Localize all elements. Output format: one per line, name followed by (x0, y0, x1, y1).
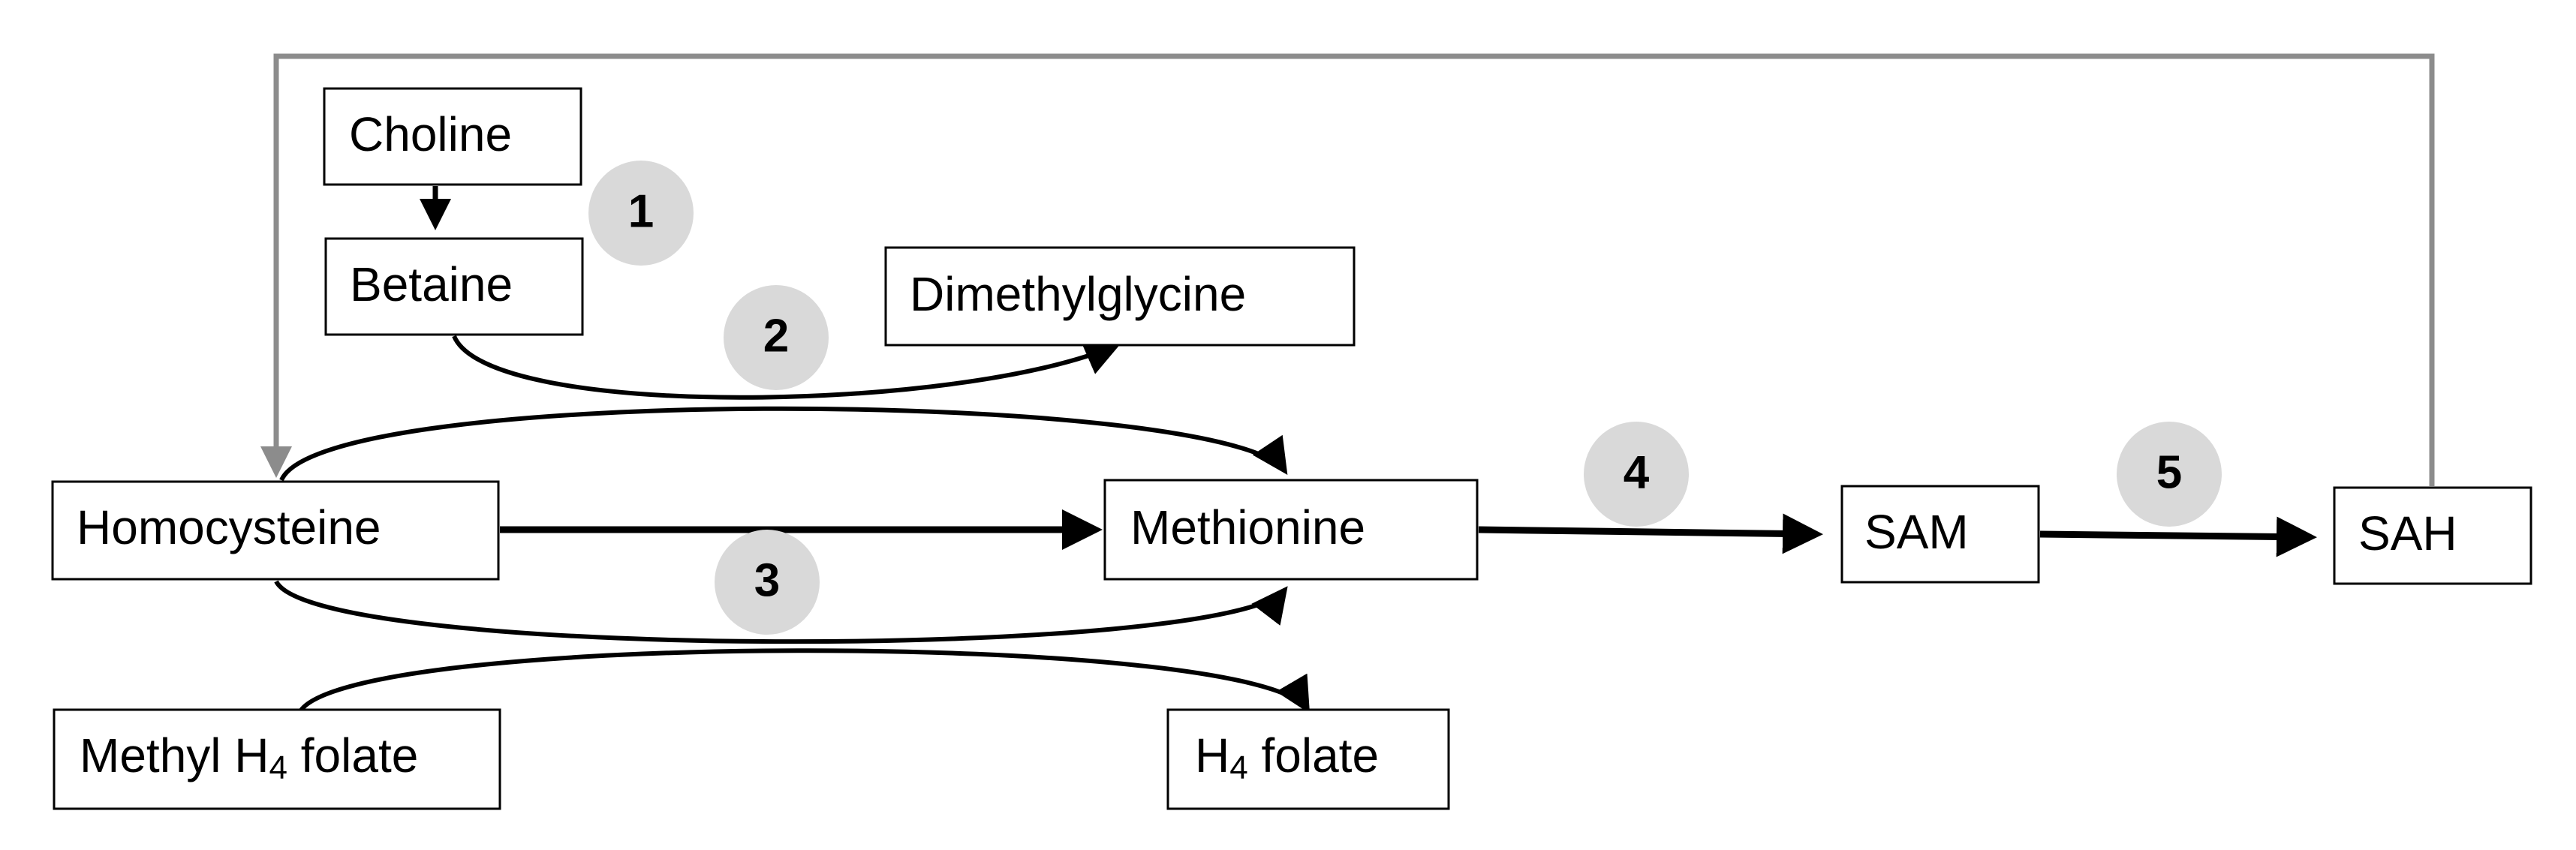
h4-folate-prefix: H (1195, 728, 1229, 782)
node-methyl-h4-folate-label: Methyl H4 folate (80, 728, 418, 786)
h4-folate-subscript: 4 (1229, 749, 1247, 786)
step-badge-2: 2 (724, 285, 829, 390)
node-h4-folate-label: H4 folate (1195, 728, 1379, 786)
methyl-h4-folate-to-h4-folate-arrow (296, 648, 1311, 716)
methionine-to-sam-arrow (1478, 513, 1823, 554)
homocysteine-to-methionine-lower-arc (274, 580, 1288, 644)
step-badge-1: 1 (588, 161, 694, 266)
node-methyl-h4-folate: Methyl H4 folate (53, 708, 501, 810)
step-badge-1-label: 1 (628, 185, 654, 237)
step-badge-3-label: 3 (754, 554, 780, 606)
methyl-h4-folate-subscript: 4 (269, 749, 287, 786)
h4-folate-suffix: folate (1248, 728, 1379, 782)
node-choline-label: Choline (349, 107, 512, 161)
step-badge-2-label: 2 (763, 310, 789, 362)
node-methionine: Methionine (1103, 479, 1479, 581)
methyl-h4-folate-prefix: Methyl H (80, 728, 269, 782)
node-sam: SAM (1840, 485, 2040, 584)
node-sah-label: SAH (2358, 506, 2457, 560)
node-homocysteine-label: Homocysteine (77, 500, 381, 554)
methyl-h4-folate-suffix: folate (287, 728, 418, 782)
step-badge-5: 5 (2117, 422, 2222, 527)
node-dimethylglycine: Dimethylglycine (884, 246, 1356, 347)
homocysteine-to-methionine-upper-arc (279, 406, 1288, 482)
node-sah: SAH (2333, 486, 2532, 585)
node-betaine: Betaine (324, 237, 584, 336)
step-badge-4-label: 4 (1624, 446, 1650, 498)
node-sam-label: SAM (1864, 505, 1969, 559)
node-dimethylglycine-label: Dimethylglycine (910, 267, 1246, 321)
node-h4-folate: H4 folate (1166, 708, 1450, 810)
node-methionine-label: Methionine (1130, 500, 1365, 554)
betaine-to-dimethylglycine-arrow (452, 335, 1121, 400)
node-choline: Choline (323, 87, 582, 186)
step-badge-5-label: 5 (2156, 446, 2182, 498)
step-badge-4: 4 (1584, 422, 1689, 527)
node-homocysteine: Homocysteine (51, 480, 500, 581)
node-betaine-label: Betaine (350, 257, 513, 311)
step-badge-3: 3 (715, 530, 820, 635)
sam-to-sah-arrow (2039, 516, 2317, 557)
sah-to-homocysteine-recycle-arrow (260, 53, 2435, 486)
